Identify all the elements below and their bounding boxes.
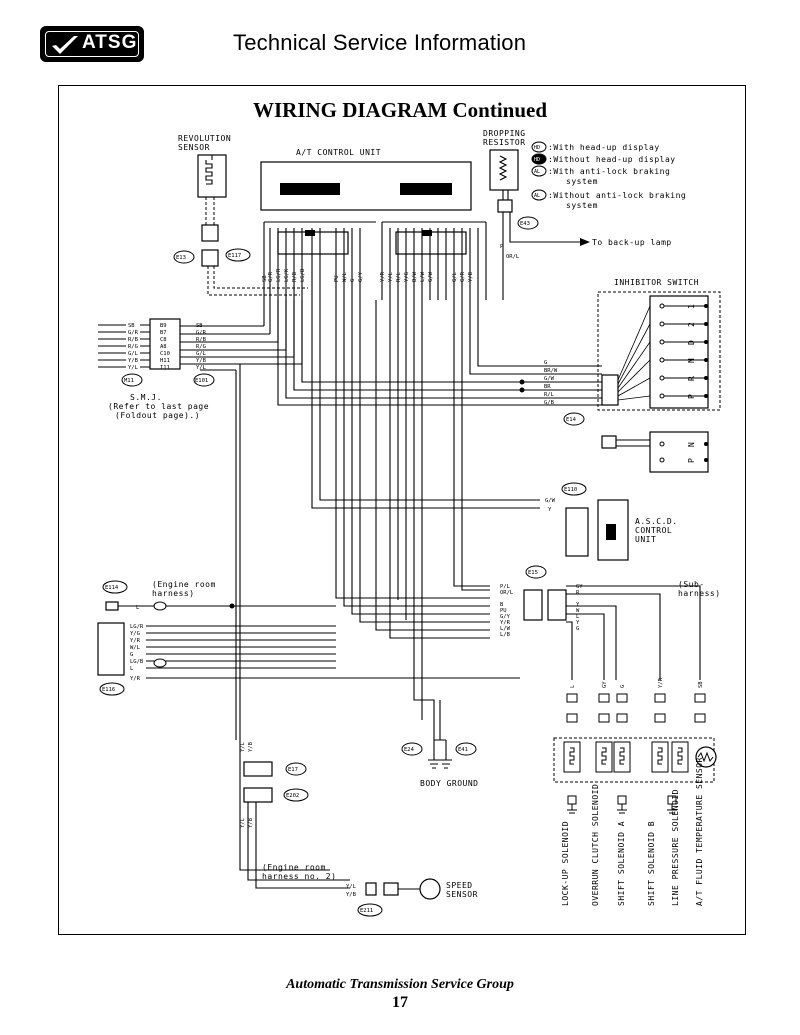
diagram-title: WIRING DIAGRAM Continued bbox=[252, 98, 548, 122]
footer-company: Automatic Transmission Service Group bbox=[286, 977, 514, 992]
page-number: 17 bbox=[392, 994, 408, 1011]
atsg-logo: ATSG bbox=[40, 26, 144, 62]
check-mark-icon bbox=[52, 36, 78, 54]
logo-border bbox=[45, 31, 139, 57]
logo-text: ATSG bbox=[82, 32, 138, 53]
header-title: Technical Service Information bbox=[233, 30, 527, 55]
diagram-frame bbox=[58, 85, 746, 935]
